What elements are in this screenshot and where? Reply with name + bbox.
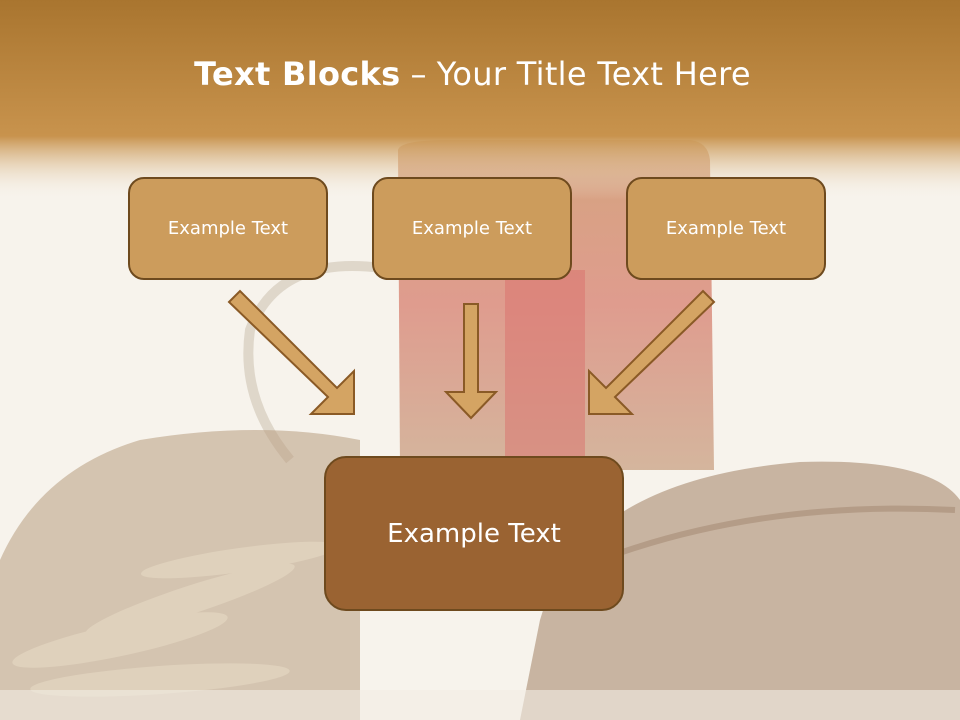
text-block-center[interactable]: Example Text <box>372 177 572 280</box>
text-block-left[interactable]: Example Text <box>128 177 328 280</box>
arrow-left-to-center <box>227 289 355 415</box>
arrow-right-to-center <box>588 289 716 415</box>
slide-title: Text Blocks–Your Title Text Here <box>0 55 945 93</box>
arrow-center-down <box>443 303 499 420</box>
title-bold-part: Text Blocks <box>194 55 401 93</box>
text-block-right[interactable]: Example Text <box>626 177 826 280</box>
text-block-main[interactable]: Example Text <box>324 456 624 611</box>
title-separator: – <box>410 55 427 93</box>
title-rest-part: Your Title Text Here <box>436 55 751 93</box>
